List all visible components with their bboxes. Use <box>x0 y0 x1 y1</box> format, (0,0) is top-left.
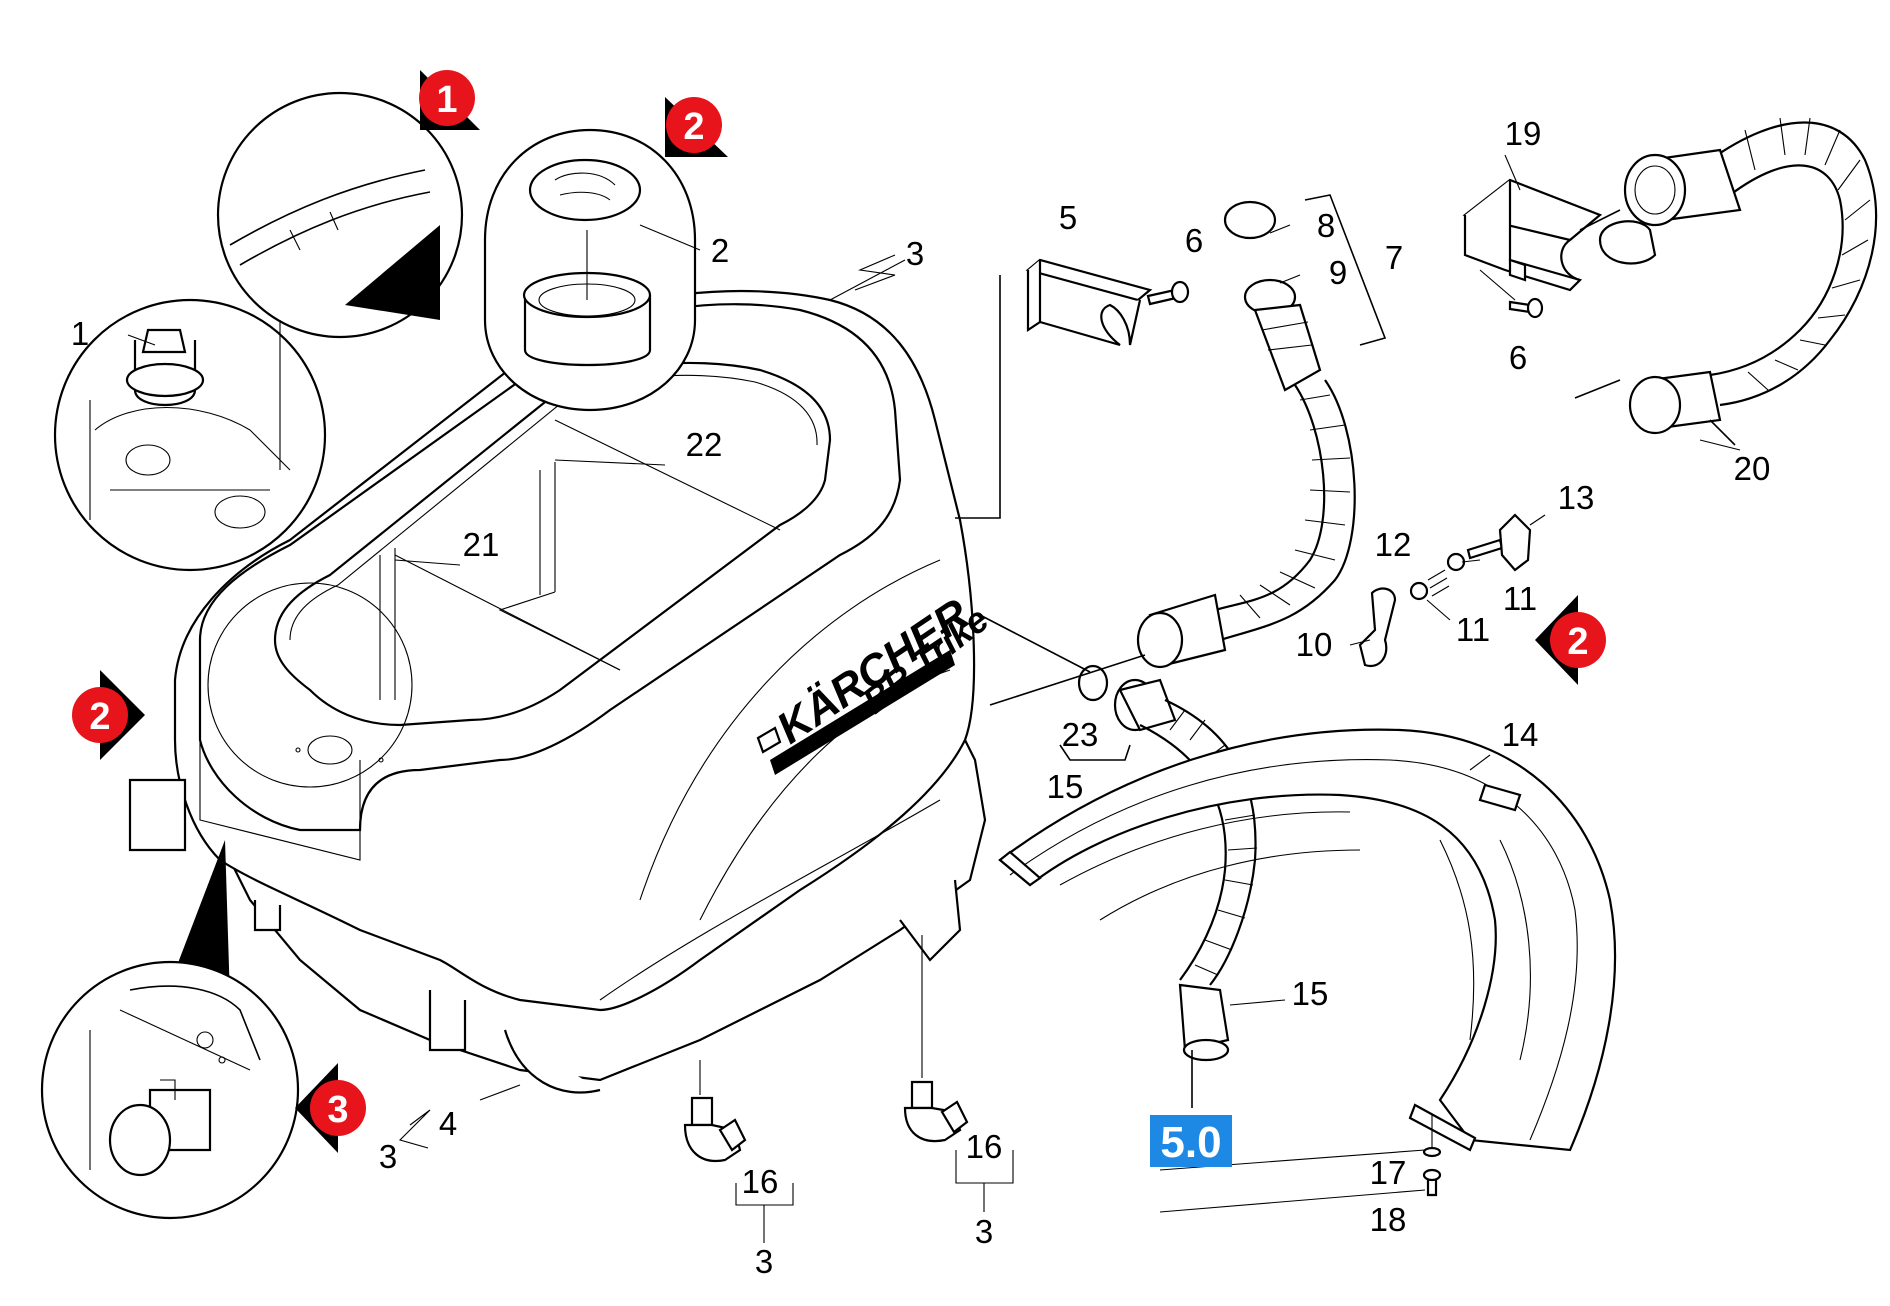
part-label: 5 <box>1059 199 1077 236</box>
part-label: 16 <box>966 1128 1003 1165</box>
part-label: 10 <box>1296 626 1333 663</box>
marker-2-right: 2 <box>1535 595 1606 685</box>
drain-hose-upper <box>1136 379 1356 669</box>
part-label: 15 <box>1292 975 1329 1012</box>
detail-view-1 <box>216 91 464 339</box>
elbow-fitting-16a <box>683 1060 747 1163</box>
detail-view-3 <box>40 840 300 1220</box>
fender-14 <box>998 728 1617 1197</box>
svg-text:5.0: 5.0 <box>1160 1118 1221 1167</box>
part-label: 19 <box>1505 115 1542 152</box>
part-label: 11 <box>1456 611 1490 648</box>
part-label: 6 <box>1509 339 1527 376</box>
part-label: 4 <box>439 1105 457 1142</box>
part-label: 6 <box>1185 222 1203 259</box>
svg-text:2: 2 <box>89 696 110 738</box>
part-labels: 1 2 3 3 3 3 4 5 6 6 7 8 9 10 11 11 12 13… <box>71 115 1771 1280</box>
seal-ring-23 <box>979 614 1146 761</box>
suction-hose-15 <box>1113 678 1258 1108</box>
detail-view-front <box>207 582 413 788</box>
part-label: 14 <box>1502 716 1539 753</box>
bracket-5 <box>955 258 1190 519</box>
elbow-fitting-16b <box>903 935 969 1143</box>
part-label: 13 <box>1558 479 1595 516</box>
svg-text:2: 2 <box>1567 621 1588 663</box>
part-label: 20 <box>1734 450 1771 487</box>
marker-2-left: 2 <box>72 670 145 760</box>
part-label: 18 <box>1370 1201 1407 1238</box>
part-label: 23 <box>1062 716 1099 753</box>
part-label: 17 <box>1370 1154 1407 1191</box>
hardware-10-13 <box>1358 513 1532 668</box>
part-label: 3 <box>906 235 924 272</box>
part-label: 7 <box>1385 239 1403 276</box>
part-label: 15 <box>1047 768 1084 805</box>
part-label: 2 <box>711 232 729 269</box>
view-direction-arrow-1 <box>345 225 440 320</box>
marker-3: 3 <box>295 1063 366 1153</box>
part-label: 8 <box>1317 207 1335 244</box>
connector-assembly-7 <box>1223 194 1387 392</box>
marker-1: 1 <box>419 70 480 130</box>
part-label: 3 <box>975 1213 993 1250</box>
part-label: 12 <box>1375 526 1412 563</box>
part-label: 3 <box>379 1138 397 1175</box>
part-label: 9 <box>1329 254 1347 291</box>
part-label: 22 <box>686 426 723 463</box>
svg-text:2: 2 <box>683 106 704 148</box>
detail-view-cap <box>53 298 327 572</box>
part-label: 11 <box>1503 580 1537 617</box>
bracket-19-hose-20 <box>1462 117 1878 446</box>
reference-link-box[interactable]: 5.0 <box>1150 1115 1232 1167</box>
part-label: 1 <box>71 315 89 352</box>
detail-view-2 <box>483 128 697 412</box>
part-label: 16 <box>742 1163 779 1200</box>
part-label: 3 <box>755 1243 773 1280</box>
marker-2-top: 2 <box>665 97 728 157</box>
part-label: 21 <box>463 526 500 563</box>
svg-text:3: 3 <box>327 1089 348 1131</box>
svg-text:1: 1 <box>436 79 457 121</box>
